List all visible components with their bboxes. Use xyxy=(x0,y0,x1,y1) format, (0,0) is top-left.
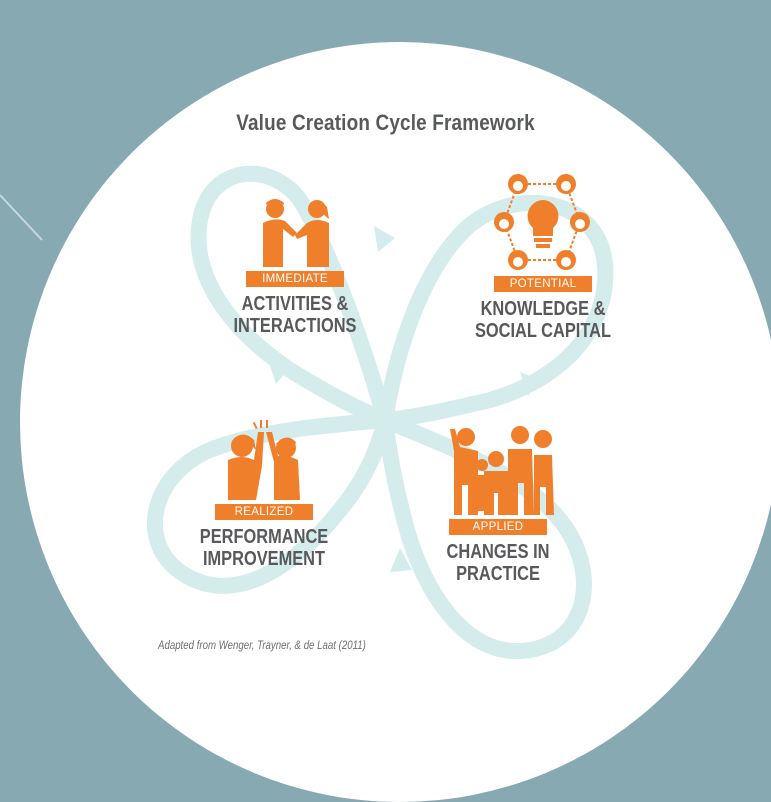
node-practice: APPLIED CHANGES IN PRACTICE xyxy=(408,425,588,585)
node-label-knowledge: KNOWLEDGE & SOCIAL CAPITAL xyxy=(474,298,612,342)
diagram-title: Value Creation Cycle Framework xyxy=(236,110,535,135)
badge-potential: POTENTIAL xyxy=(494,276,592,292)
badge-immediate: IMMEDIATE xyxy=(246,271,344,287)
node-knowledge: POTENTIAL KNOWLEDGE & SOCIAL CAPITAL xyxy=(438,172,648,342)
node-label-activities: ACTIVITIES & INTERACTIONS xyxy=(233,293,357,337)
background-decor-line xyxy=(0,194,43,241)
badge-applied: APPLIED xyxy=(449,519,547,535)
loop-top-left xyxy=(190,165,393,428)
loop-top-right xyxy=(377,195,614,428)
high-five-icon xyxy=(228,420,300,500)
node-activities: IMMEDIATE ACTIVITIES & INTERACTIONS xyxy=(205,195,385,337)
arrowhead xyxy=(520,372,540,396)
lightbulb-network-icon xyxy=(494,174,590,270)
node-label-practice: CHANGES IN PRACTICE xyxy=(446,541,550,585)
node-label-performance: PERFORMANCE IMPROVEMENT xyxy=(199,526,329,570)
badge-realized: REALIZED xyxy=(215,504,313,520)
node-performance: REALIZED PERFORMANCE IMPROVEMENT xyxy=(174,420,354,570)
handshake-icon xyxy=(263,199,329,267)
arrowhead xyxy=(390,548,412,572)
arrowhead xyxy=(374,226,395,252)
citation: Adapted from Wenger, Trayner, & de Laat … xyxy=(158,640,366,652)
arrowhead xyxy=(268,360,286,384)
group-of-people-icon xyxy=(450,426,554,515)
loop-bottom-left xyxy=(146,412,393,594)
